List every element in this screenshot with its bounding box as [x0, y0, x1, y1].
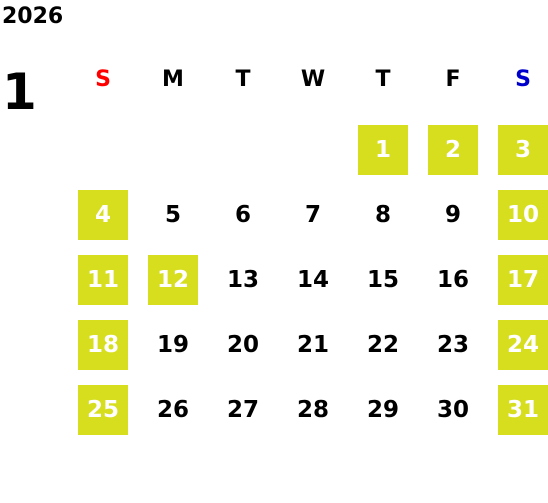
holiday-day[interactable]: 2 [428, 125, 478, 175]
day-cell: 21 [278, 320, 348, 385]
holiday-day[interactable]: 10 [498, 190, 548, 240]
holiday-day[interactable]: 12 [148, 255, 198, 305]
day-cell: 26 [138, 385, 208, 450]
calendar-day[interactable]: 13 [226, 267, 259, 293]
day-cell: 17 [488, 255, 548, 320]
day-cell: 25 [68, 385, 138, 450]
holiday-day[interactable]: 25 [78, 385, 128, 435]
holiday-day[interactable]: 3 [498, 125, 548, 175]
day-cell [68, 125, 138, 190]
holiday-day[interactable]: 24 [498, 320, 548, 370]
calendar-day[interactable]: 26 [156, 397, 189, 423]
calendar-day[interactable]: 20 [226, 332, 259, 358]
calendar-day[interactable]: 28 [296, 397, 329, 423]
day-cell: 5 [138, 190, 208, 255]
day-cell [278, 125, 348, 190]
calendar-day[interactable]: 8 [374, 202, 391, 228]
day-cell: 9 [418, 190, 488, 255]
day-cell: 6 [208, 190, 278, 255]
calendar-day[interactable]: 9 [444, 202, 461, 228]
day-cell: 8 [348, 190, 418, 255]
calendar-day[interactable]: 30 [436, 397, 469, 423]
day-cell: 10 [488, 190, 548, 255]
holiday-day[interactable]: 18 [78, 320, 128, 370]
day-cell: 23 [418, 320, 488, 385]
weekday-header: S M T W T F S [68, 60, 548, 100]
holiday-day[interactable]: 11 [78, 255, 128, 305]
day-cell: 7 [278, 190, 348, 255]
day-cell: 15 [348, 255, 418, 320]
holiday-day[interactable]: 31 [498, 385, 548, 435]
week-row: 4 5 6 7 8 9 10 [68, 190, 548, 255]
day-cell: 13 [208, 255, 278, 320]
day-cell: 29 [348, 385, 418, 450]
weekday-tuesday: T [235, 67, 251, 92]
day-cell: 22 [348, 320, 418, 385]
day-cell: 11 [68, 255, 138, 320]
calendar-day[interactable]: 29 [366, 397, 399, 423]
week-row: 25 26 27 28 29 30 31 [68, 385, 548, 450]
day-cell: 2 [418, 125, 488, 190]
holiday-day[interactable]: 1 [358, 125, 408, 175]
calendar-day[interactable]: 27 [226, 397, 259, 423]
calendar-day[interactable]: 16 [436, 267, 469, 293]
weekday-sunday: S [95, 67, 111, 92]
weekday-monday: M [162, 67, 184, 92]
calendar-day[interactable]: 7 [304, 202, 321, 228]
day-cell: 12 [138, 255, 208, 320]
day-cell: 16 [418, 255, 488, 320]
calendar-day[interactable]: 23 [436, 332, 469, 358]
day-cell: 28 [278, 385, 348, 450]
weekday-thursday: T [375, 67, 391, 92]
weekday-wednesday: W [300, 67, 326, 92]
weekday-saturday: S [515, 67, 531, 92]
day-cell: 14 [278, 255, 348, 320]
weekday-friday: F [445, 67, 461, 92]
day-cell: 18 [68, 320, 138, 385]
day-cell: 1 [348, 125, 418, 190]
holiday-day[interactable]: 17 [498, 255, 548, 305]
day-cell: 30 [418, 385, 488, 450]
day-cell: 3 [488, 125, 548, 190]
day-cell: 27 [208, 385, 278, 450]
calendar-day[interactable]: 5 [164, 202, 181, 228]
month-number: 1 [2, 63, 37, 121]
week-row: 11 12 13 14 15 16 17 [68, 255, 548, 320]
calendar-day[interactable]: 19 [156, 332, 189, 358]
day-cell [138, 125, 208, 190]
calendar-day[interactable]: 6 [234, 202, 251, 228]
week-row: 18 19 20 21 22 23 24 [68, 320, 548, 385]
year-label: 2026 [2, 4, 64, 29]
day-cell [208, 125, 278, 190]
day-cell: 20 [208, 320, 278, 385]
calendar-day[interactable]: 21 [296, 332, 329, 358]
day-cell: 19 [138, 320, 208, 385]
day-cell: 31 [488, 385, 548, 450]
day-cell: 4 [68, 190, 138, 255]
calendar-day[interactable]: 15 [366, 267, 399, 293]
calendar-day[interactable]: 14 [296, 267, 329, 293]
calendar-day[interactable]: 22 [366, 332, 399, 358]
day-cell: 24 [488, 320, 548, 385]
holiday-day[interactable]: 4 [78, 190, 128, 240]
